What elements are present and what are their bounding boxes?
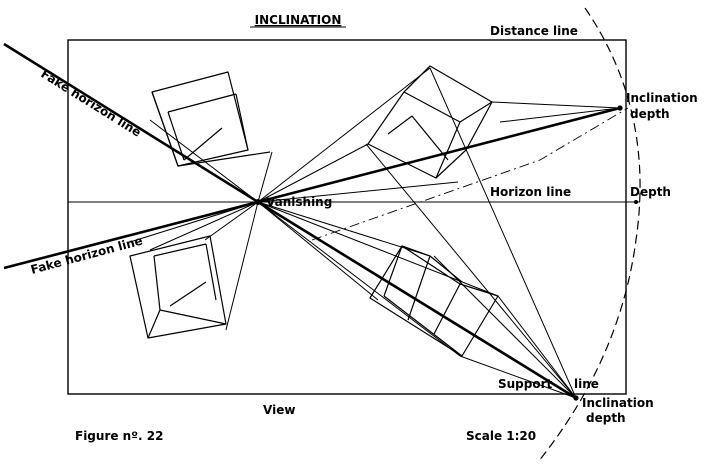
inclination-depth-point-upper <box>617 105 623 111</box>
fake-horizon-lower-label: Fake horizon line <box>29 234 144 277</box>
depth-point <box>634 200 638 204</box>
distance-line-label: Distance line <box>490 24 578 38</box>
inclination-depth-lower-label-1: Inclination <box>582 396 654 410</box>
vanishing-rays <box>129 67 499 357</box>
cube-top-left <box>151 71 271 167</box>
depth-label: Depth <box>630 185 671 199</box>
fake-horizon-line-lower <box>3 200 259 270</box>
support-line-label: Support <box>498 377 553 391</box>
vanishing-label: Vanishing <box>266 195 332 209</box>
support-line-label-2: line <box>574 377 599 391</box>
cube-bottom-left <box>129 235 227 339</box>
cube-bottom-right <box>369 245 499 357</box>
inclination-depth-upper-label-2: depth <box>630 107 670 121</box>
picture-frame <box>67 39 627 395</box>
view-label: View <box>263 403 295 417</box>
vanishing-point <box>255 199 261 205</box>
inclination-depth-lower-label-2: depth <box>586 411 626 425</box>
fake-horizon-line-upper <box>3 42 259 204</box>
diagram-title: INCLINATION <box>255 13 342 27</box>
scale-label: Scale 1:20 <box>466 429 536 443</box>
construction-dashdot-1 <box>257 107 621 203</box>
fake-horizon-upper-label: Fake horizon line <box>38 67 143 140</box>
cube-top-right <box>367 65 493 179</box>
inclination-line-lower <box>257 200 577 400</box>
distance-arc <box>537 7 641 463</box>
depth-rays <box>365 67 621 399</box>
horizon-line-label: Horizon line <box>490 185 571 199</box>
inclination-depth-point-lower <box>573 395 579 401</box>
figure-number: Figure nº. 22 <box>75 429 163 443</box>
inclination-depth-upper-label-1: Inclination <box>626 91 698 105</box>
construction-dashdot-2 <box>311 107 629 241</box>
